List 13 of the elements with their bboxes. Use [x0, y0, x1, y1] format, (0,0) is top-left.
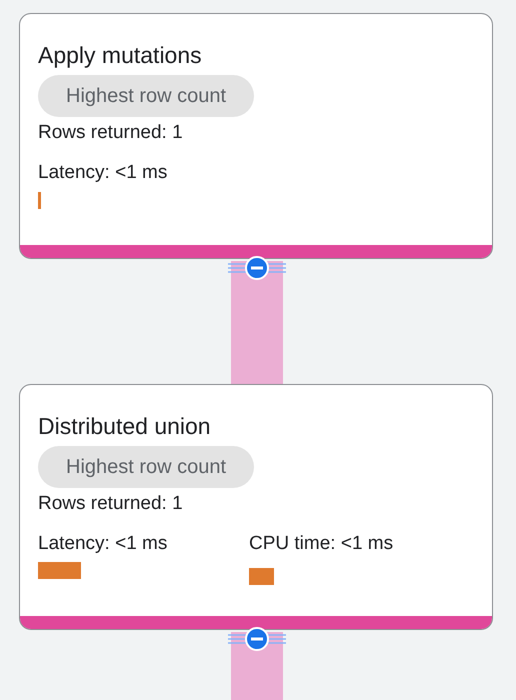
metric-text: Rows returned: 1	[38, 122, 183, 144]
operator-card	[19, 384, 493, 630]
connector	[231, 632, 283, 700]
status-chip: Highest row count	[38, 446, 254, 488]
connector	[231, 261, 283, 384]
operator-card	[19, 13, 493, 259]
status-chip: Highest row count	[38, 75, 254, 117]
metric-text: CPU time: <1 ms	[249, 533, 394, 555]
metric-text: Rows returned: 1	[38, 493, 183, 515]
operator-title: Apply mutations	[38, 42, 202, 69]
metric-text: Latency: <1 ms	[38, 162, 168, 184]
metric-text: Latency: <1 ms	[38, 533, 168, 555]
operator-title: Distributed union	[38, 413, 211, 440]
